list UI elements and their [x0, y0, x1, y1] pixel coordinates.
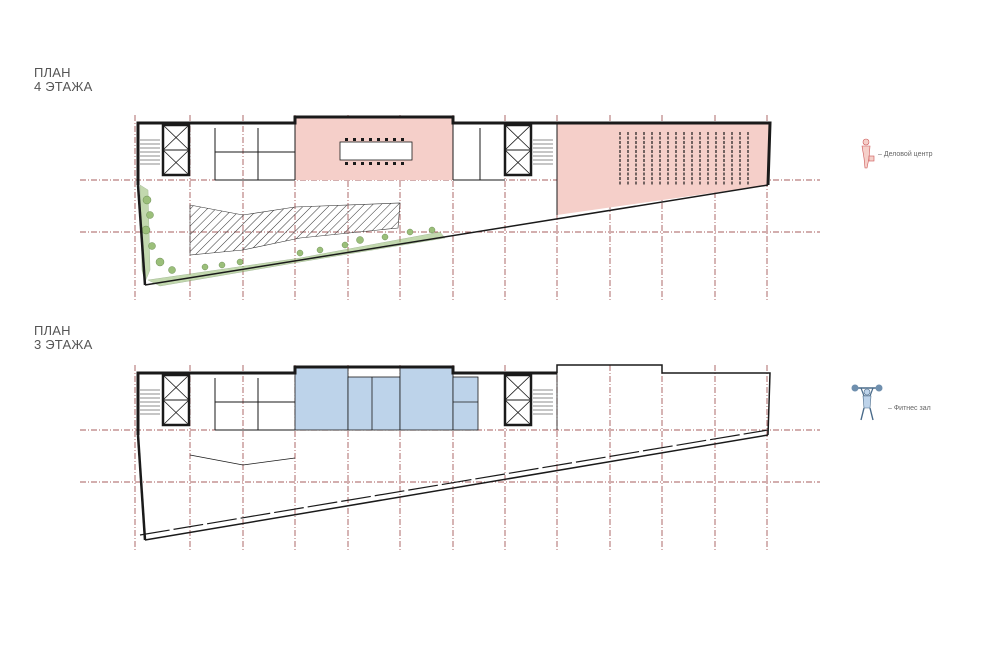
plan-4-walls	[136, 115, 772, 286]
plan-4-meeting-table	[339, 138, 413, 165]
plan-3-fitness-zones	[294, 366, 479, 431]
legend-business-center-label: – Деловой центр	[878, 151, 933, 158]
plan-3-title-line2: 3 ЭТАЖА	[34, 337, 93, 352]
plan-3	[80, 364, 883, 550]
plan-4-title-line1: ПЛАН	[34, 65, 71, 80]
plan-4	[80, 115, 875, 300]
plan-3-title: ПЛАН 3 ЭТАЖА	[34, 324, 92, 352]
businessman-icon	[861, 138, 875, 169]
plan-4-ramp	[189, 202, 401, 256]
plan-4-title: ПЛАН 4 ЭТАЖА	[34, 66, 92, 94]
plan-3-title-line1: ПЛАН	[34, 323, 71, 338]
plan-3-walls	[136, 364, 771, 541]
weightlifter-icon	[851, 384, 883, 421]
legend-fitness-label: – Фитнес зал	[888, 405, 931, 412]
plan-3-grid	[80, 365, 820, 550]
plan-4-title-line2: 4 ЭТАЖА	[34, 79, 93, 94]
plan-4-conference-hall	[557, 123, 770, 215]
